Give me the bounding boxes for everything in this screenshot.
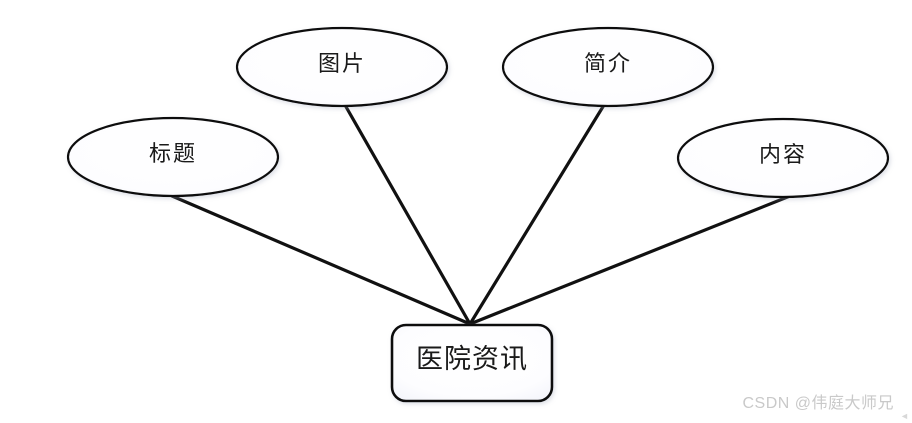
connector-lines bbox=[170, 103, 792, 326]
connector-line-3 bbox=[468, 194, 792, 326]
connector-line-1 bbox=[343, 103, 472, 326]
connector-line-0 bbox=[170, 194, 472, 326]
attribute-ellipse-title[interactable] bbox=[66, 116, 280, 198]
diagram-shapes bbox=[66, 26, 890, 403]
corner-mark-icon: ◄ bbox=[900, 411, 909, 421]
attribute-ellipse-image[interactable] bbox=[235, 26, 449, 108]
csdn-watermark: CSDN @伟庭大师兄 bbox=[742, 395, 894, 412]
connector-line-2 bbox=[468, 103, 606, 326]
entity-box-hospital-news[interactable] bbox=[390, 323, 554, 403]
attribute-ellipse-intro[interactable] bbox=[501, 26, 715, 108]
attribute-ellipse-content[interactable] bbox=[676, 117, 890, 199]
